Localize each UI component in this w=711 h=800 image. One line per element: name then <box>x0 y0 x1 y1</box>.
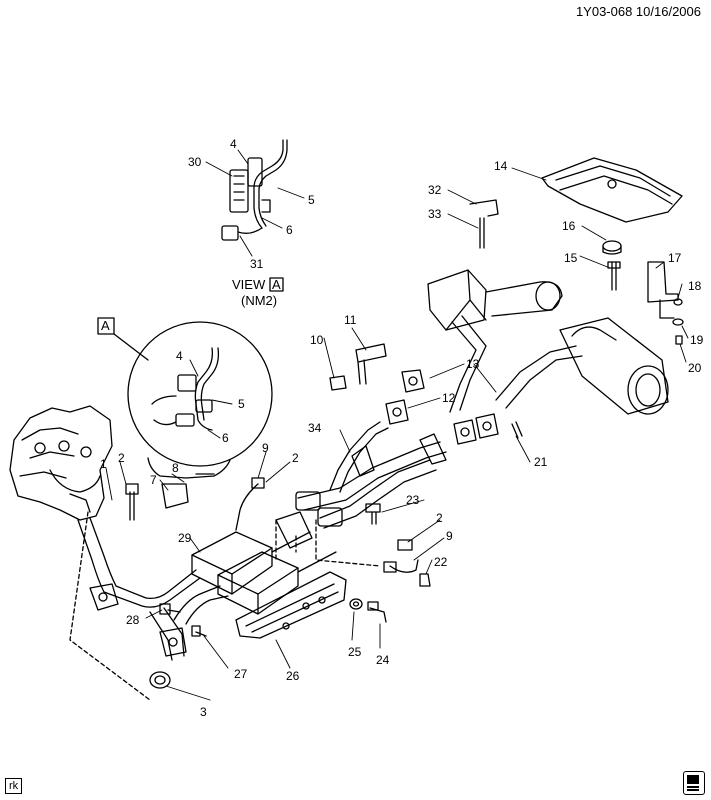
oxygen-sensor-right <box>383 539 431 587</box>
callout-18: 18 <box>688 279 702 293</box>
washer-25 <box>349 598 363 610</box>
oxygen-sensor-front <box>125 483 139 521</box>
callout-8: 8 <box>172 461 179 475</box>
heat-shield <box>541 157 683 223</box>
callout-11: 11 <box>344 313 357 327</box>
callout-1: 1 <box>100 457 107 471</box>
callout-27: 27 <box>234 667 248 681</box>
cat-outlet-pipes <box>271 531 337 573</box>
dashed-leaders <box>69 511 381 701</box>
detail-tag-box <box>97 317 115 335</box>
muffler-right <box>495 317 669 415</box>
view-label-prefix: VIEW <box>232 277 266 292</box>
wire-harness-7-8 <box>147 457 231 509</box>
callout-25: 25 <box>348 645 362 659</box>
callout-30: 30 <box>188 155 202 169</box>
callout-13: 13 <box>466 357 480 371</box>
callout-5b: 5 <box>238 397 245 411</box>
sensor-10 <box>329 375 347 391</box>
callout-21: 21 <box>534 455 548 469</box>
heat-shield-rear <box>235 571 347 639</box>
diagram-code: 1Y03-068 10/16/2006 <box>575 4 701 19</box>
detail-circle <box>127 321 273 467</box>
detail-harness <box>151 347 220 431</box>
callout-7: 7 <box>150 473 157 487</box>
intermediate-pipes <box>295 421 447 529</box>
grommet-16 <box>602 240 622 255</box>
detail-tag-letter: A <box>101 318 110 333</box>
manual-book-icon <box>683 771 705 795</box>
callout-16: 16 <box>562 219 576 233</box>
callout-33: 33 <box>428 207 442 221</box>
view-label-letter: A <box>272 277 281 292</box>
flange-10-11 <box>401 369 425 393</box>
view-a-harness <box>221 139 288 241</box>
bolt-15 <box>607 261 621 291</box>
callout-4a: 4 <box>230 137 237 151</box>
callout-29: 29 <box>178 531 192 545</box>
callout-31: 31 <box>250 257 264 271</box>
callout-19: 19 <box>690 333 704 347</box>
callout-2b: 2 <box>292 451 299 465</box>
callout-24: 24 <box>376 653 390 667</box>
engine-block <box>9 405 113 521</box>
leader-lines <box>105 149 689 701</box>
callout-23: 23 <box>406 493 420 507</box>
callout-2a: 2 <box>118 451 125 465</box>
bolt-21-23 <box>365 421 523 525</box>
callout-15: 15 <box>564 251 578 265</box>
oxygen-sensor-9-left <box>235 477 265 531</box>
detail-leader <box>113 333 149 361</box>
callout-6b: 6 <box>222 431 229 445</box>
view-letter-box <box>269 277 284 292</box>
callout-2c: 2 <box>436 511 443 525</box>
callout-6a: 6 <box>286 223 293 237</box>
callout-12: 12 <box>442 391 456 405</box>
callout-9a: 9 <box>262 441 269 455</box>
callout-32: 32 <box>428 183 442 197</box>
callout-17: 17 <box>668 251 682 265</box>
callout-10: 10 <box>310 333 324 347</box>
flange-left <box>89 583 119 611</box>
cat-clamp-29 <box>275 511 313 549</box>
callout-5a: 5 <box>308 193 315 207</box>
callout-20: 20 <box>688 361 702 375</box>
view-label-code: (NM2) <box>241 293 277 308</box>
callout-3: 3 <box>200 705 207 719</box>
stud-24 <box>367 601 387 623</box>
sensor-11 <box>355 343 387 385</box>
flange-12 <box>385 399 499 445</box>
flange-center <box>159 627 187 657</box>
callout-34: 34 <box>308 421 322 435</box>
artist-tag: rk <box>5 778 23 794</box>
callout-26: 26 <box>286 669 300 683</box>
callout-4b: 4 <box>176 349 183 363</box>
catalytic-converter-left <box>191 531 273 595</box>
callout-9b: 9 <box>446 529 453 543</box>
muffler-left <box>427 269 563 413</box>
catalytic-converter-right <box>217 551 299 615</box>
callout-22: 22 <box>434 555 448 569</box>
bolt-27-28 <box>159 603 207 637</box>
gasket-3 <box>149 671 171 689</box>
callout-28: 28 <box>126 613 140 627</box>
hanger-32-33 <box>469 199 499 249</box>
hanger-bracket <box>647 261 684 345</box>
callout-14: 14 <box>494 159 508 173</box>
